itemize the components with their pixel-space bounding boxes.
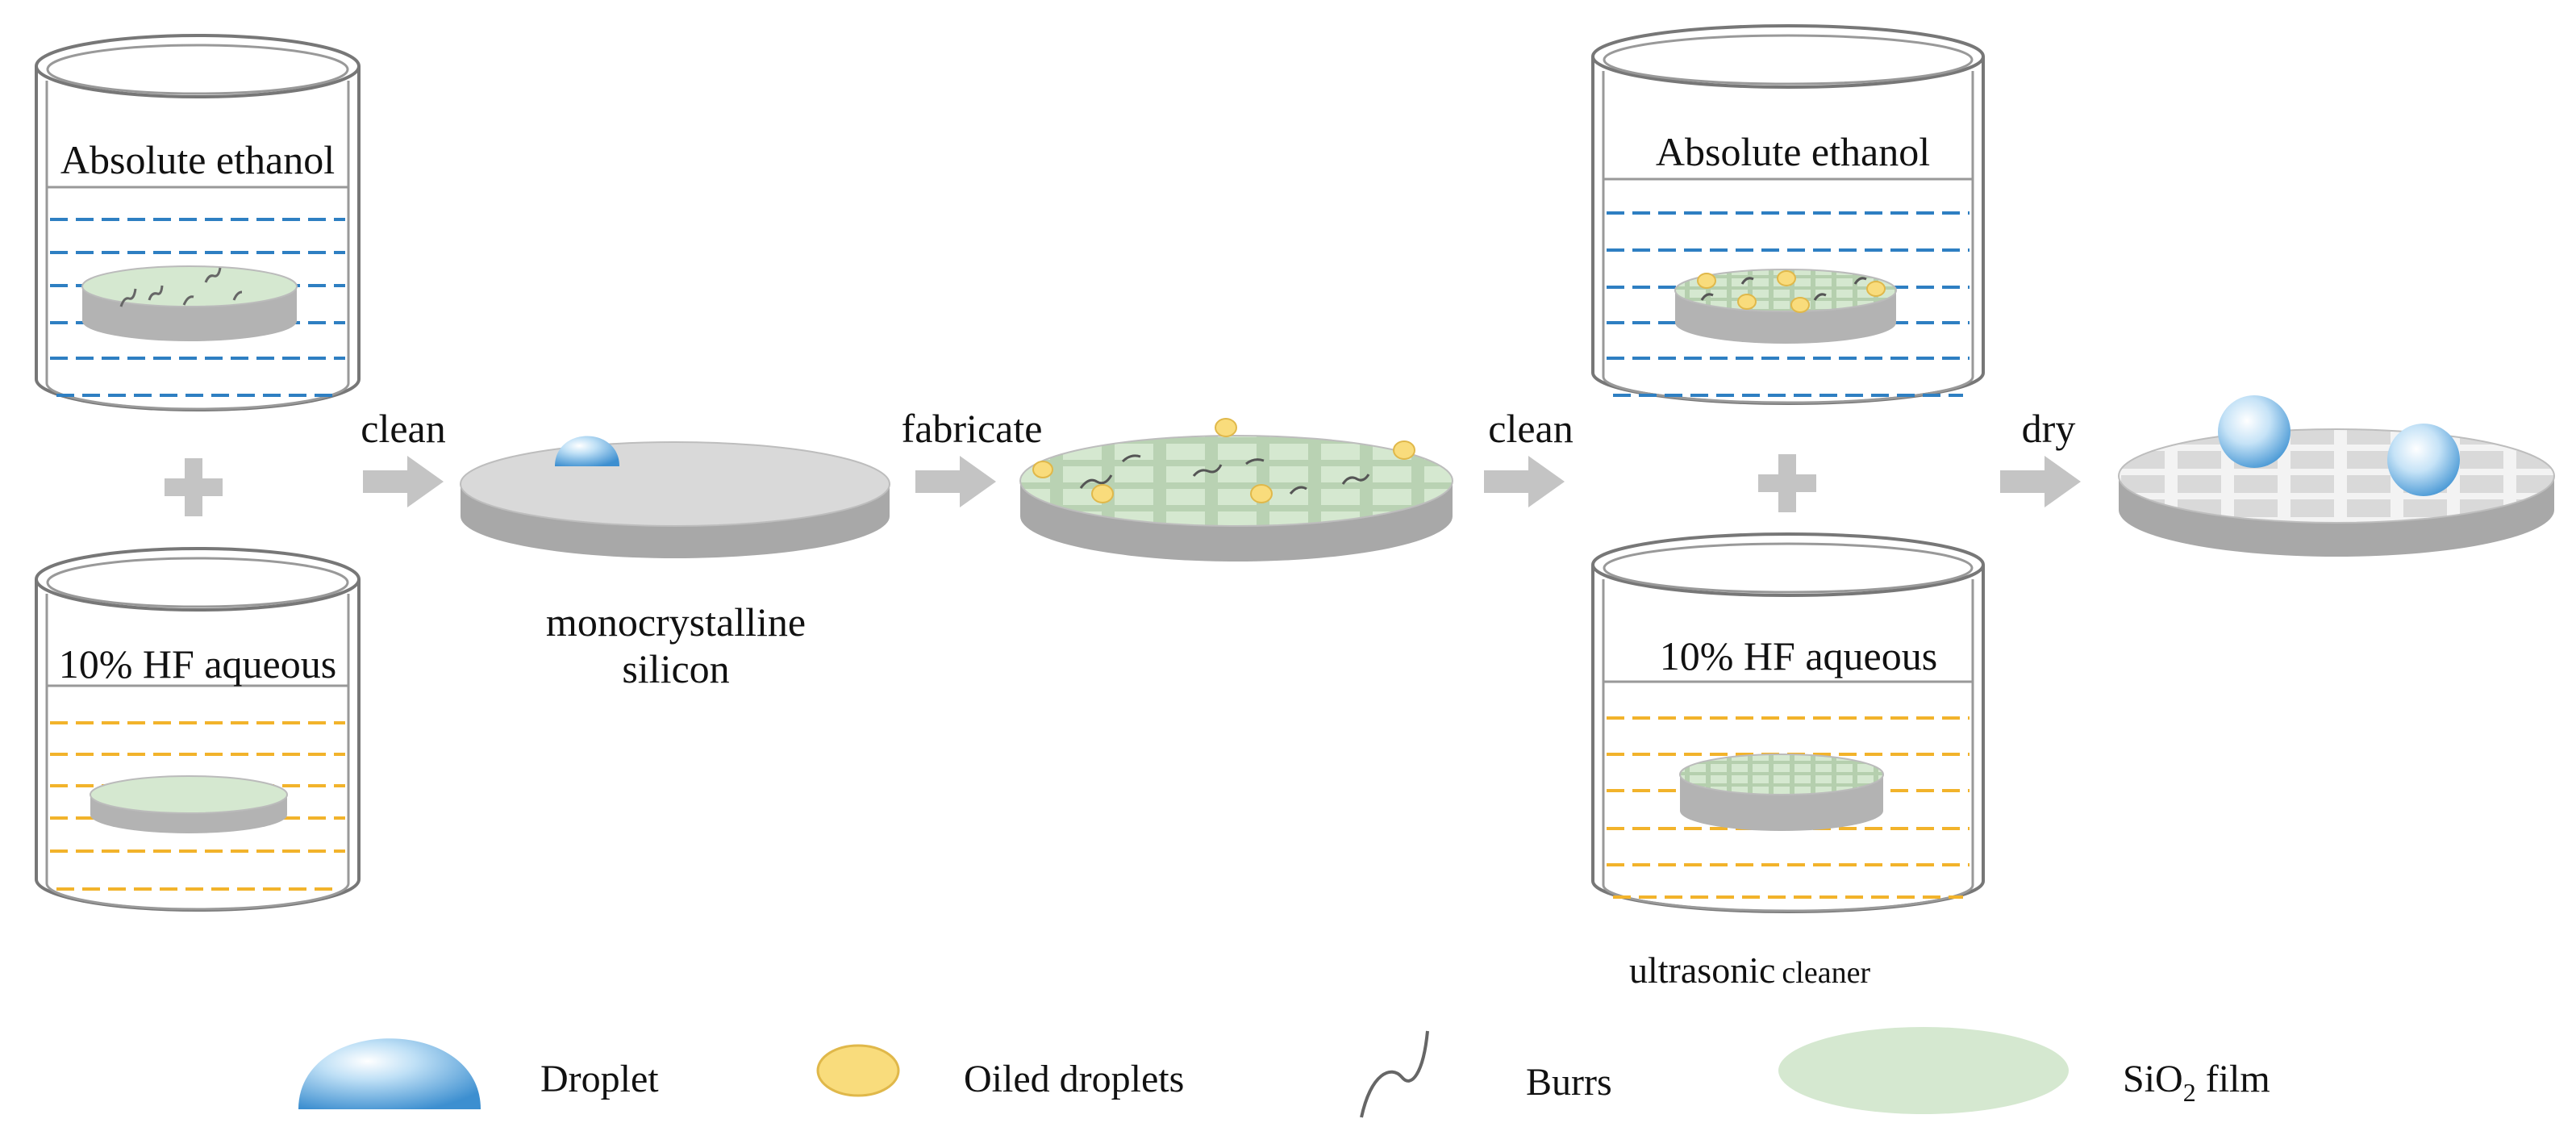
ultrasonic-word: ultrasonic [1629,950,1775,991]
droplet-icon [555,436,619,466]
wafer-with-burrs [81,265,298,341]
beaker4-bottom-label: 10% HF aqueous [1660,633,1937,678]
textured-wafer-in-ethanol [1674,269,1897,344]
legend-droplet-label: Droplet [540,1058,659,1100]
legend-burrs-label: Burrs [1526,1061,1612,1104]
legend-sio2-film-label: SiO2 film [2123,1058,2270,1107]
droplet-icon [298,1038,481,1109]
beaker-ethanol-2: Absolute ethanol [1591,24,1985,405]
arrow-right-icon [363,456,444,507]
step-clean-2-label: clean [1488,406,1573,451]
beaker2-bottom-label: 10% HF aqueous [59,641,336,687]
droplet-sphere [2387,424,2460,496]
monocrystalline-silicon-wafer [460,436,890,558]
textured-wafer-with-contaminants [1019,418,1453,561]
oiled-droplet-icon [816,1044,900,1097]
oiled-droplet-icon [1032,418,1415,503]
beaker-hf-ultrasonic: 10% HF aqueous [1591,532,1985,913]
step-dry-label: dry [2022,406,2076,451]
step-fabricate-label: fabricate [902,406,1043,451]
droplet-sphere [2218,395,2290,468]
substrate-name-line2: silicon [622,646,729,691]
beaker3-top-label: Absolute ethanol [1656,129,1930,174]
arrow-right-icon [2000,456,2081,507]
legend-oiled-droplets-label: Oiled droplets [964,1058,1184,1100]
plus-icon [1758,454,1816,512]
beaker1-top-label: Absolute ethanol [60,137,335,182]
beaker-hf-1: 10% HF aqueous [35,547,361,912]
cleaner-word: cleaner [1782,956,1870,990]
wafer-with-film [90,775,288,833]
burr-icon [1360,1030,1429,1118]
substrate-name-line1: monocrystalline [546,599,806,645]
arrow-right-icon [915,456,996,507]
burr-icon [1079,454,1370,495]
film-subscript: 2 [2183,1078,2196,1107]
film-prefix: SiO [2123,1058,2183,1100]
plus-icon [165,458,223,516]
arrow-right-icon [1484,456,1565,507]
final-superhydrophobic-wafer [2118,395,2555,557]
film-suffix: film [2196,1058,2270,1100]
legend: Droplet Oiled droplets Burrs SiO2 film [298,1027,2270,1118]
film-icon [1778,1027,2069,1114]
hf-liquid-lines [50,721,345,891]
step-clean-1-label: clean [361,406,445,451]
textured-wafer-in-hf [1679,754,1884,831]
beaker-ethanol-1: Absolute ethanol [35,34,361,411]
